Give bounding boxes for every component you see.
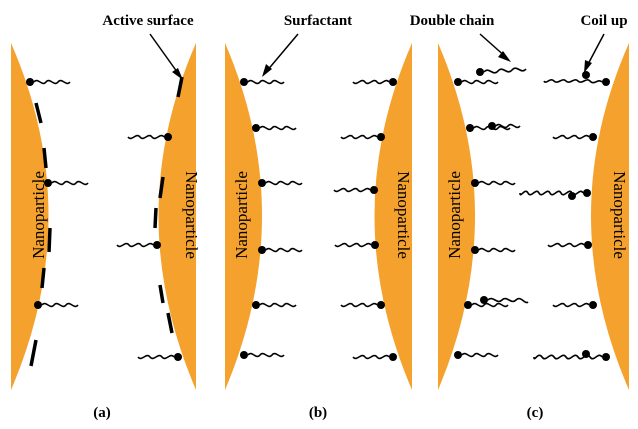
surfactant <box>352 353 397 361</box>
surfactant <box>240 78 285 86</box>
surfactant <box>258 246 303 254</box>
surfactant <box>471 246 516 254</box>
panel-c-label: (c) <box>527 405 544 421</box>
nanoparticle-a-left <box>11 43 49 390</box>
nanoparticle-a-right <box>158 43 196 390</box>
coiled-surfactant <box>543 71 610 86</box>
surfactant <box>352 78 397 86</box>
panel-c: Nanoparticle Nanoparticle <box>410 13 629 421</box>
coiled-surfactant <box>519 189 591 200</box>
surfactant <box>137 353 182 361</box>
surfactant <box>44 179 89 187</box>
surfactant <box>252 124 297 132</box>
nanoparticle-a-right-label: Nanoparticle <box>182 171 201 259</box>
coil-up-label: Coil up <box>580 13 627 29</box>
surfactant <box>127 133 172 141</box>
panel-a-label: (a) <box>93 405 111 421</box>
panel-b: Nanoparticle Nanoparticle Surfactant (b) <box>225 13 413 421</box>
nanoparticle-c-left-label: Nanoparticle <box>445 171 464 259</box>
nanoparticle-c-left <box>438 43 475 390</box>
surfactant <box>334 241 379 249</box>
double-chain-arrow <box>479 33 511 62</box>
surfactant <box>471 179 516 187</box>
active-surface-marks-left <box>29 102 52 367</box>
nanoparticle-b-right-label: Nanoparticle <box>394 171 413 259</box>
coiled-surfactant <box>533 350 610 361</box>
surfactant <box>116 241 161 249</box>
surfactant <box>552 301 597 309</box>
active-surface-arrow <box>149 33 183 80</box>
nanoparticle-b-left-label: Nanoparticle <box>232 171 251 259</box>
active-surface-label: Active surface <box>102 13 194 29</box>
surfactant-arrow <box>262 33 299 77</box>
panel-a: Nanoparticle Nanoparticle <box>11 13 201 421</box>
surfactant <box>552 133 597 141</box>
double-chain-surfactant <box>454 67 527 86</box>
surfactant <box>26 78 71 86</box>
coil-up-arrow <box>584 33 605 73</box>
double-chain-label: Double chain <box>410 13 495 29</box>
panel-b-label: (b) <box>309 405 327 421</box>
surfactant <box>258 179 303 187</box>
nanoparticle-c-right-label: Nanoparticle <box>610 171 629 259</box>
double-chain-surfactant <box>466 122 521 132</box>
surfactant <box>547 241 592 249</box>
surfactant <box>454 351 499 359</box>
surfactant <box>340 301 385 309</box>
active-surface-marks-right <box>153 76 184 334</box>
nanoparticle-c-right <box>591 43 629 390</box>
double-chain-surfactant <box>464 296 529 309</box>
surfactant <box>240 351 285 359</box>
surfactant <box>333 186 378 194</box>
nanoparticle-a-left-label: Nanoparticle <box>29 171 48 259</box>
nanoparticle-b-right <box>374 43 412 390</box>
surfactant <box>252 301 297 309</box>
surfactant <box>340 133 385 141</box>
surfactant-label: Surfactant <box>284 13 352 29</box>
surfactant <box>34 301 79 309</box>
